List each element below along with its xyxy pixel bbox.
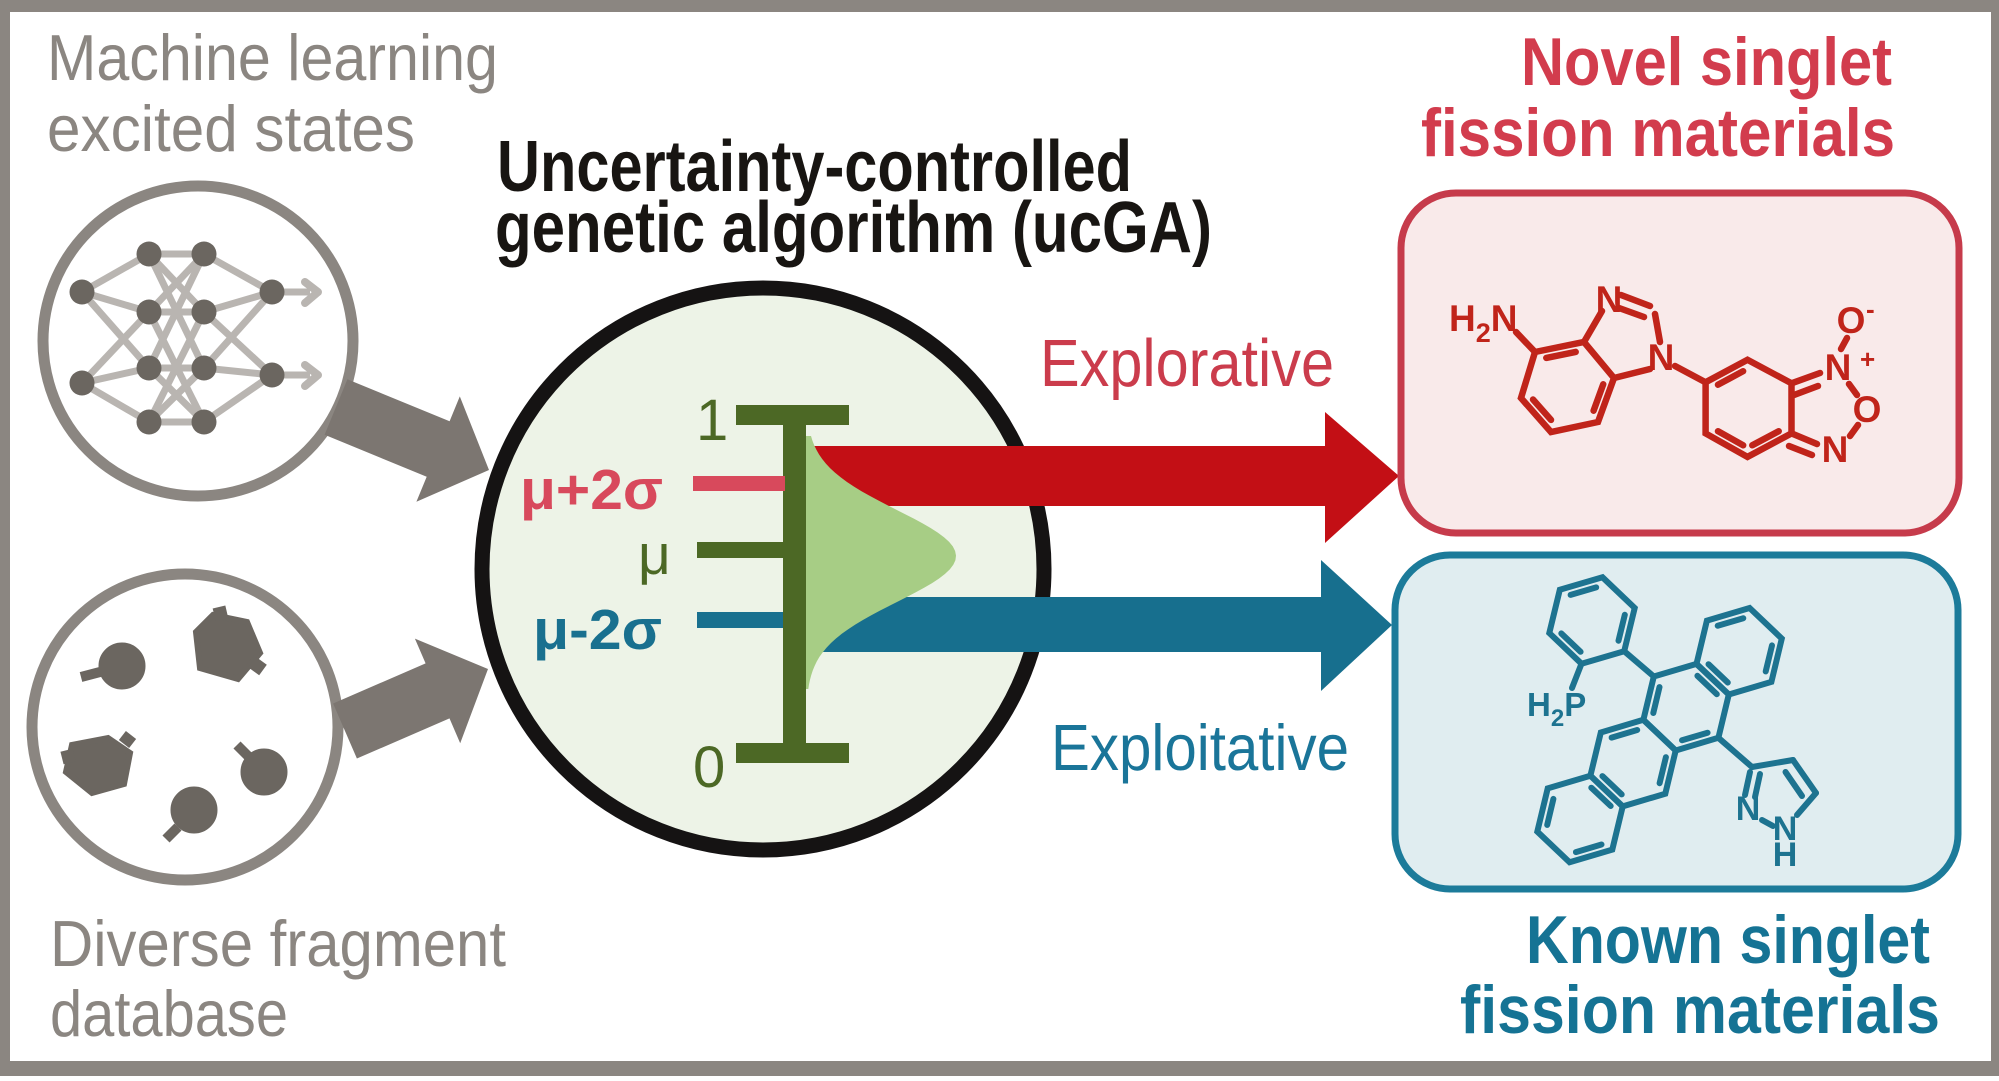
svg-text:O: O bbox=[1837, 300, 1866, 341]
svg-text:genetic algorithm (ucGA): genetic algorithm (ucGA) bbox=[495, 188, 1212, 268]
svg-text:μ-2σ: μ-2σ bbox=[533, 598, 662, 662]
svg-text:μ: μ bbox=[638, 523, 671, 587]
svg-text:Explorative: Explorative bbox=[1040, 326, 1334, 401]
svg-text:excited states: excited states bbox=[47, 92, 415, 165]
svg-text:N: N bbox=[1736, 790, 1761, 828]
svg-text:H: H bbox=[1773, 836, 1798, 874]
svg-text:fission materials: fission materials bbox=[1421, 95, 1895, 171]
svg-text:Novel singlet: Novel singlet bbox=[1521, 24, 1892, 100]
svg-text:μ+2σ: μ+2σ bbox=[520, 458, 663, 522]
svg-text:Machine learning: Machine learning bbox=[47, 21, 498, 94]
svg-text:database: database bbox=[50, 977, 288, 1050]
svg-text:-: - bbox=[1866, 294, 1875, 324]
svg-text:+: + bbox=[1860, 344, 1875, 374]
svg-text:1: 1 bbox=[696, 388, 728, 453]
svg-text:Diverse fragment: Diverse fragment bbox=[50, 907, 506, 980]
svg-text:N: N bbox=[1825, 347, 1852, 388]
svg-text:N: N bbox=[1648, 337, 1675, 378]
svg-text:fission materials: fission materials bbox=[1460, 972, 1940, 1048]
svg-text:Exploitative: Exploitative bbox=[1051, 711, 1349, 784]
svg-text:N: N bbox=[1596, 279, 1623, 320]
svg-text:N: N bbox=[1773, 810, 1798, 848]
svg-text:N: N bbox=[1822, 429, 1849, 470]
svg-text:Known singlet: Known singlet bbox=[1526, 902, 1930, 978]
svg-text:Uncertainty-controlled: Uncertainty-controlled bbox=[497, 127, 1132, 207]
svg-text:0: 0 bbox=[693, 735, 725, 800]
svg-text:O: O bbox=[1853, 389, 1882, 430]
